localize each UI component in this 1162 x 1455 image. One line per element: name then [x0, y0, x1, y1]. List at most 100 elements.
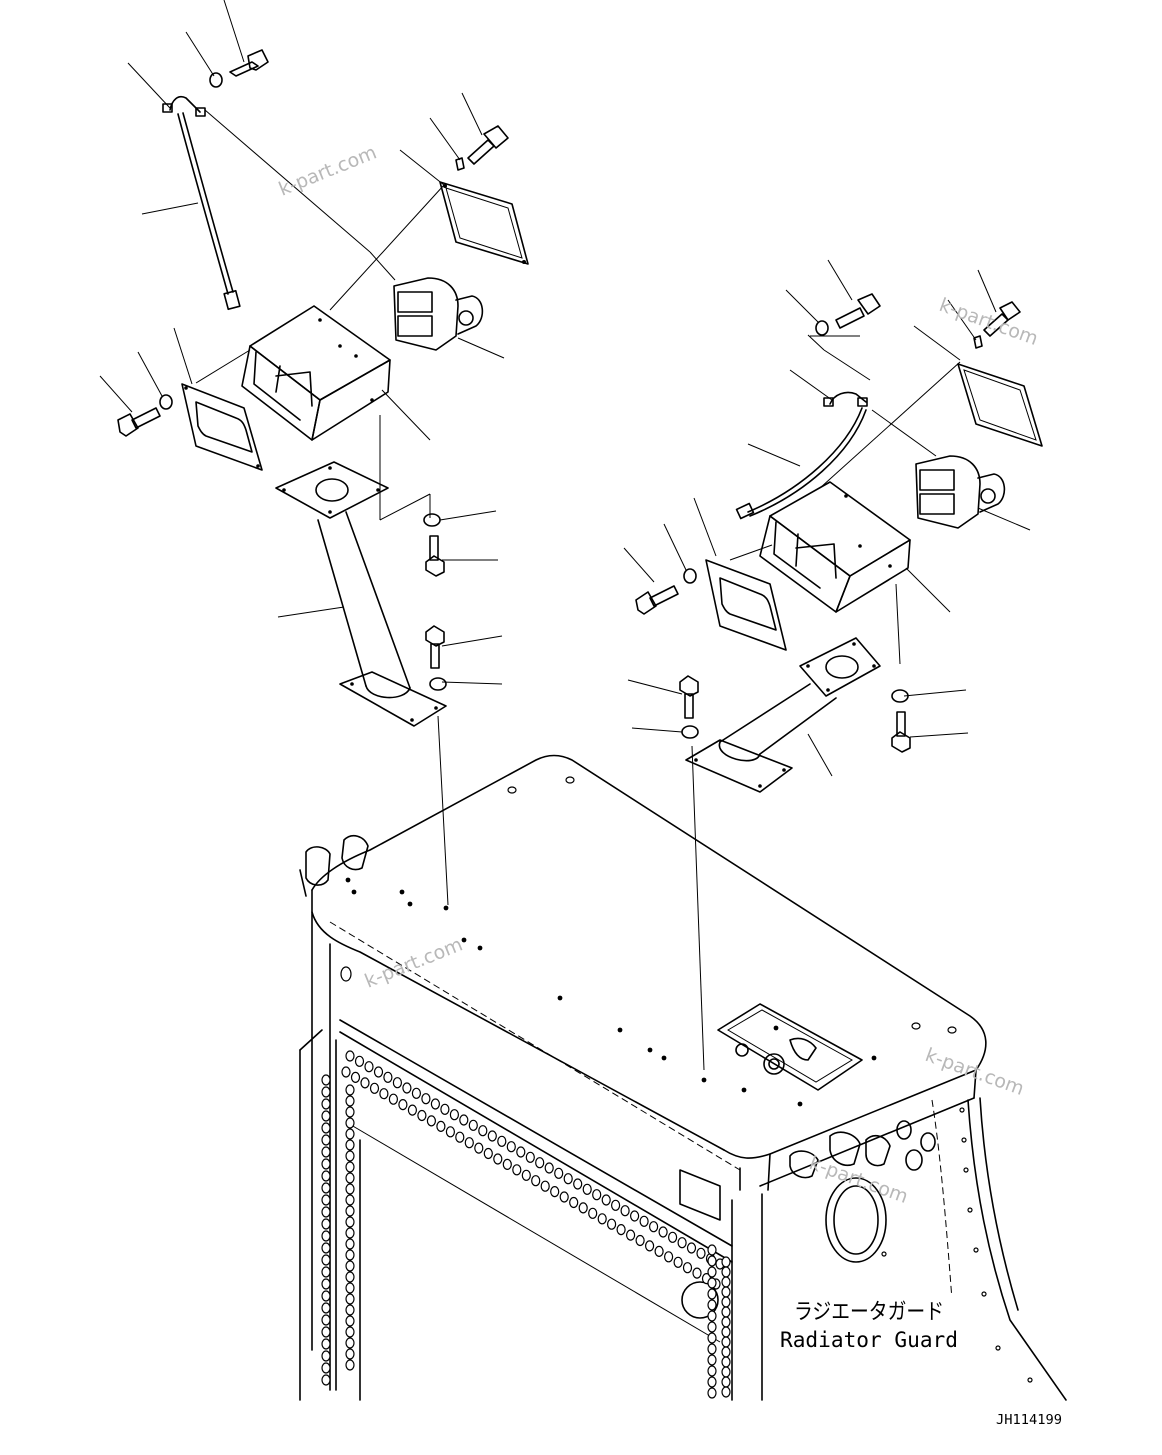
grille-hole: [345, 1249, 355, 1261]
grille-hole: [364, 1061, 374, 1073]
grille-hole: [345, 1315, 355, 1327]
grille-hole: [535, 1157, 545, 1169]
left-lamp-assembly: [117, 49, 529, 727]
grille-hole: [345, 1293, 355, 1305]
bolt: [229, 49, 269, 77]
grille-hole: [402, 1082, 412, 1094]
grille-hole: [721, 1296, 731, 1308]
bolt: [679, 675, 699, 719]
grille-hole: [341, 1066, 351, 1078]
grille-hole: [392, 1077, 402, 1089]
grille-hole: [625, 1229, 636, 1241]
bolt: [425, 535, 445, 577]
washer: [423, 513, 441, 527]
grille-hole: [345, 1304, 355, 1316]
grille-hole: [588, 1207, 598, 1219]
radiator-guard-body: [299, 754, 1067, 1401]
watermark: k-part.com: [936, 294, 1041, 350]
grille-hole: [345, 1227, 355, 1239]
grille-hole: [483, 1147, 493, 1160]
washer: [429, 677, 447, 691]
grille-holes: [321, 1050, 731, 1399]
grille-hole: [606, 1218, 617, 1230]
grille-hole: [321, 1302, 331, 1314]
gasket: [705, 559, 787, 651]
watermarks: k-part.com k-part.com k-part.com k-part.…: [276, 141, 1041, 1208]
grille-hole: [531, 1175, 541, 1187]
grille-hole: [417, 1109, 427, 1122]
grille-hole: [321, 1110, 331, 1122]
grille-hole: [426, 1115, 436, 1127]
grille-hole: [644, 1240, 655, 1252]
grille-hole: [321, 1170, 331, 1182]
grille-hole: [345, 1161, 355, 1173]
grille-hole: [721, 1306, 731, 1318]
washer: [681, 725, 699, 739]
watermark: k-part.com: [276, 141, 380, 200]
right-lamp-assembly: [635, 293, 1043, 793]
grille-hole: [345, 1150, 355, 1162]
grille-hole: [721, 1286, 731, 1298]
grille-hole: [411, 1087, 421, 1099]
grille-hole: [321, 1350, 331, 1362]
grille-hole: [516, 1146, 526, 1158]
grille-hole: [554, 1167, 564, 1179]
bolt: [425, 625, 445, 669]
washer: [815, 320, 829, 336]
cover-plate: [957, 363, 1043, 447]
grille-hole: [388, 1093, 398, 1105]
grille-hole: [354, 1055, 365, 1067]
grille-hole: [707, 1288, 717, 1300]
grille-hole: [383, 1071, 393, 1083]
grille-hole: [592, 1189, 602, 1201]
grille-hole: [345, 1238, 355, 1250]
grille-hole: [686, 1242, 697, 1254]
grille-hole: [321, 1374, 331, 1386]
grille-hole: [707, 1354, 717, 1366]
grille-hole: [663, 1251, 674, 1263]
leader-lines: [99, 0, 1031, 777]
washer: [683, 568, 697, 584]
grille-hole: [497, 1135, 507, 1147]
grille-hole: [707, 1321, 717, 1333]
grille-hole: [474, 1142, 484, 1154]
grille-hole: [345, 1128, 355, 1140]
grille-hole: [721, 1266, 731, 1278]
grille-hole: [345, 1359, 355, 1371]
grille-hole: [445, 1126, 455, 1138]
grille-hole: [707, 1387, 717, 1399]
grille-hole: [345, 1260, 355, 1272]
connector-right: [789, 1120, 936, 1179]
grille-hole: [721, 1316, 731, 1328]
grille-hole: [696, 1247, 706, 1259]
grille-hole: [487, 1130, 497, 1142]
grille-hole: [629, 1210, 640, 1222]
grille-hole: [707, 1343, 717, 1355]
washer: [159, 394, 173, 410]
grille-hole: [321, 1218, 331, 1230]
grille-hole: [321, 1338, 331, 1350]
grille-hole: [350, 1071, 361, 1084]
grille-hole: [321, 1314, 331, 1326]
grille-hole: [597, 1213, 607, 1225]
grille-hole: [635, 1234, 645, 1247]
grille-hole: [525, 1151, 535, 1163]
grille-hole: [421, 1093, 431, 1105]
washer: [209, 72, 223, 88]
grille-hole: [464, 1137, 474, 1149]
grille-hole: [493, 1153, 503, 1165]
grille-hole: [620, 1205, 630, 1217]
grille-hole: [345, 1271, 355, 1283]
watermark: k-part.com: [362, 933, 466, 992]
grille-hole: [707, 1365, 717, 1377]
grille-hole: [345, 1337, 355, 1349]
assembly-lines: [195, 109, 961, 1071]
drawing-number: JH114199: [996, 1413, 1062, 1428]
grille-hole: [578, 1202, 588, 1214]
grille-hole: [707, 1299, 717, 1311]
grille-hole: [321, 1326, 331, 1338]
radiator-guard-label-en: Radiator Guard: [780, 1328, 958, 1352]
grille-hole: [610, 1199, 621, 1211]
